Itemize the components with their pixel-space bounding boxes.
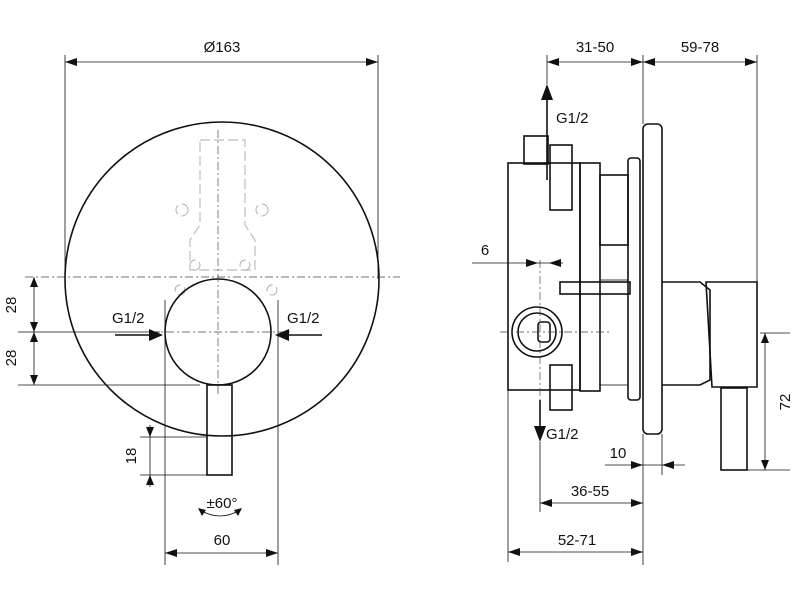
- dim-width-label: 60: [214, 532, 231, 549]
- dim-depth-min-label: 36-55: [571, 483, 609, 500]
- outlet-top-label: G1/2: [556, 110, 589, 127]
- dim-lever-label: 18: [123, 448, 140, 465]
- side-view: G1/2 G1/2 31-50 59-78 6 72 10 36-55 52-7…: [472, 39, 794, 565]
- dim-depth-total-label: 52-71: [558, 532, 596, 549]
- dim-offset-label: 6: [481, 242, 489, 259]
- handle-head: [705, 281, 758, 388]
- side-lever: [720, 387, 748, 471]
- outlet-bottom-label: G1/2: [546, 426, 579, 443]
- diameter-label: Ø163: [204, 39, 241, 56]
- dim-lower-label: 28: [3, 350, 20, 367]
- dim-plate-label: 10: [610, 445, 627, 462]
- inlet-left-label: G1/2: [112, 310, 145, 327]
- inlet-right-label: G1/2: [287, 310, 320, 327]
- dim-top-right-label: 59-78: [681, 39, 719, 56]
- lever: [206, 384, 233, 476]
- dim-height-label: 72: [777, 394, 794, 411]
- dim-upper-label: 28: [3, 297, 20, 314]
- cover-plate: [642, 123, 663, 435]
- rotation-label: ±60°: [207, 495, 238, 512]
- hidden-body-outline: [189, 139, 256, 271]
- front-view: Ø163 G1/2 G1/2 28 28 18 ±60° 60: [3, 39, 400, 565]
- dim-top-left-label: 31-50: [576, 39, 614, 56]
- seal-ring: [627, 157, 641, 401]
- handle-sleeve: [662, 281, 711, 386]
